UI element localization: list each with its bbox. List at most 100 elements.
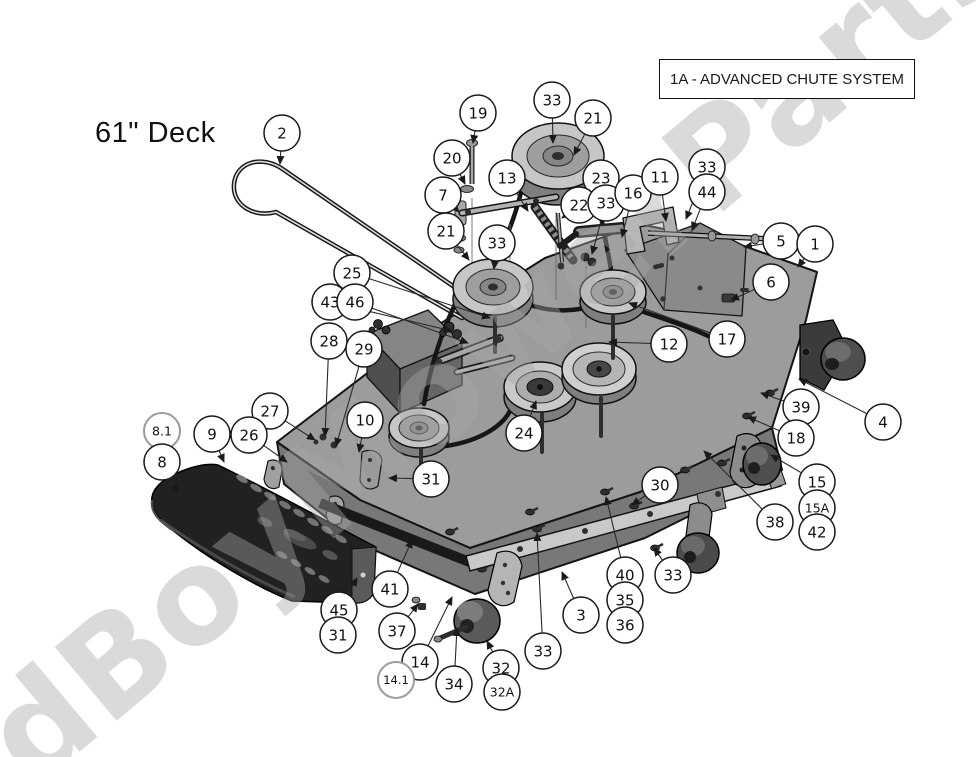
leader-line <box>347 577 358 595</box>
balloon-number: 2 <box>277 124 287 142</box>
callout-12: 12 <box>608 325 688 363</box>
callout-41: 41 <box>371 539 413 608</box>
balloon-circle <box>641 466 679 504</box>
callout-1: 1 <box>796 225 834 268</box>
balloon-circle <box>143 443 181 481</box>
balloon-number: 38 <box>765 513 784 531</box>
balloon-circle <box>459 94 497 132</box>
balloon-number: 7 <box>438 186 448 204</box>
leader-line <box>284 420 316 441</box>
balloon-circle <box>708 320 746 358</box>
balloon-circle <box>654 556 692 594</box>
balloon-number: 25 <box>342 264 361 282</box>
balloon-number: 44 <box>697 183 716 201</box>
balloon-number: 10 <box>355 411 374 429</box>
balloon-number: 4 <box>878 413 888 431</box>
balloon-circle <box>433 139 471 177</box>
leader-line <box>747 416 780 432</box>
balloon-circle <box>606 606 644 644</box>
leader-line <box>798 378 868 415</box>
callout-33: 33 <box>653 547 692 594</box>
balloon-number: 28 <box>319 332 338 350</box>
rear-right-wheel <box>799 319 866 391</box>
leader-line <box>217 450 225 463</box>
callout-32A: 32A <box>483 673 521 711</box>
leader-line <box>604 496 622 558</box>
balloon-number: 8 <box>157 453 167 471</box>
bolt-head <box>466 139 478 147</box>
callout-11: 11 <box>641 158 679 222</box>
balloon-number: 23 <box>591 169 610 187</box>
leader-line <box>396 539 413 573</box>
balloon-circle <box>412 460 450 498</box>
callout-36: 36 <box>606 606 644 644</box>
balloon-number: 33 <box>533 642 552 660</box>
balloon-number: 15A <box>805 500 830 515</box>
callout-33: 33 <box>533 81 571 144</box>
leader-line <box>516 192 529 212</box>
idler-link-arms <box>433 334 516 376</box>
leader-line <box>427 596 453 647</box>
balloon-circle <box>371 570 409 608</box>
callout-21: 21 <box>573 99 612 156</box>
balloon-circle <box>377 661 415 699</box>
callout-21: 21 <box>427 212 470 261</box>
balloon-number: 43 <box>320 293 339 311</box>
leader-line <box>407 603 419 618</box>
leader-line <box>770 454 802 474</box>
balloon-number: 40 <box>615 566 634 584</box>
callout-17: 17 <box>628 302 746 358</box>
balloon-circle <box>796 225 834 263</box>
balloon-circle <box>193 415 231 453</box>
idler-pulley-center <box>503 361 577 423</box>
callout-6: 6 <box>730 263 790 301</box>
balloon-number: 9 <box>207 425 217 443</box>
balloon-number: 42 <box>807 523 826 541</box>
system-label-text: 1A - ADVANCED CHUTE SYSTEM <box>670 70 904 88</box>
callout-10: 10 <box>346 401 384 453</box>
leader-line <box>388 474 414 483</box>
leader-line <box>276 150 285 165</box>
callout-28: 28 <box>310 322 348 437</box>
balloon-number: 15 <box>807 473 826 491</box>
balloon-number: 13 <box>497 169 516 187</box>
leader-line <box>456 244 470 261</box>
front-left-wheel <box>411 550 523 644</box>
balloon-number: 8.1 <box>152 423 172 438</box>
callout-42: 42 <box>798 513 836 551</box>
balloon-circle <box>427 212 465 250</box>
callout-22: 22 <box>560 186 598 224</box>
callout-33: 33 <box>524 532 562 670</box>
callout-2: 2 <box>263 114 301 165</box>
balloon-circle <box>756 503 794 541</box>
balloon-circle <box>478 224 516 262</box>
balloon-number: 33 <box>596 194 615 212</box>
balloon-number: 20 <box>442 149 461 167</box>
leader-line <box>170 477 179 493</box>
balloon-number: 39 <box>791 398 810 416</box>
callout-27: 27 <box>251 392 316 441</box>
callout-7: 7 <box>424 176 462 214</box>
callout-14.1: 14.1 <box>377 661 415 699</box>
spindle-pulley-center <box>561 342 637 405</box>
mower-deck-illustration <box>150 122 866 644</box>
balloon-circle <box>263 114 301 152</box>
front-center-wheel <box>676 502 720 574</box>
callout-8.1: 8.1 <box>143 412 181 450</box>
balloon-circle <box>574 99 612 137</box>
callout-3: 3 <box>561 571 600 634</box>
balloon-number: 45 <box>329 601 348 619</box>
balloon-number: 16 <box>623 184 642 202</box>
balloon-number: 34 <box>444 675 463 693</box>
callout-29: 29 <box>334 330 383 447</box>
callout-38: 38 <box>703 450 794 541</box>
balloon-number: 30 <box>650 476 669 494</box>
leader-line <box>691 208 701 231</box>
callout-9: 9 <box>193 415 231 463</box>
balloon-circle <box>230 416 268 454</box>
balloon-circle <box>505 414 543 452</box>
callout-5: 5 <box>743 222 800 260</box>
leader-line <box>620 210 630 238</box>
